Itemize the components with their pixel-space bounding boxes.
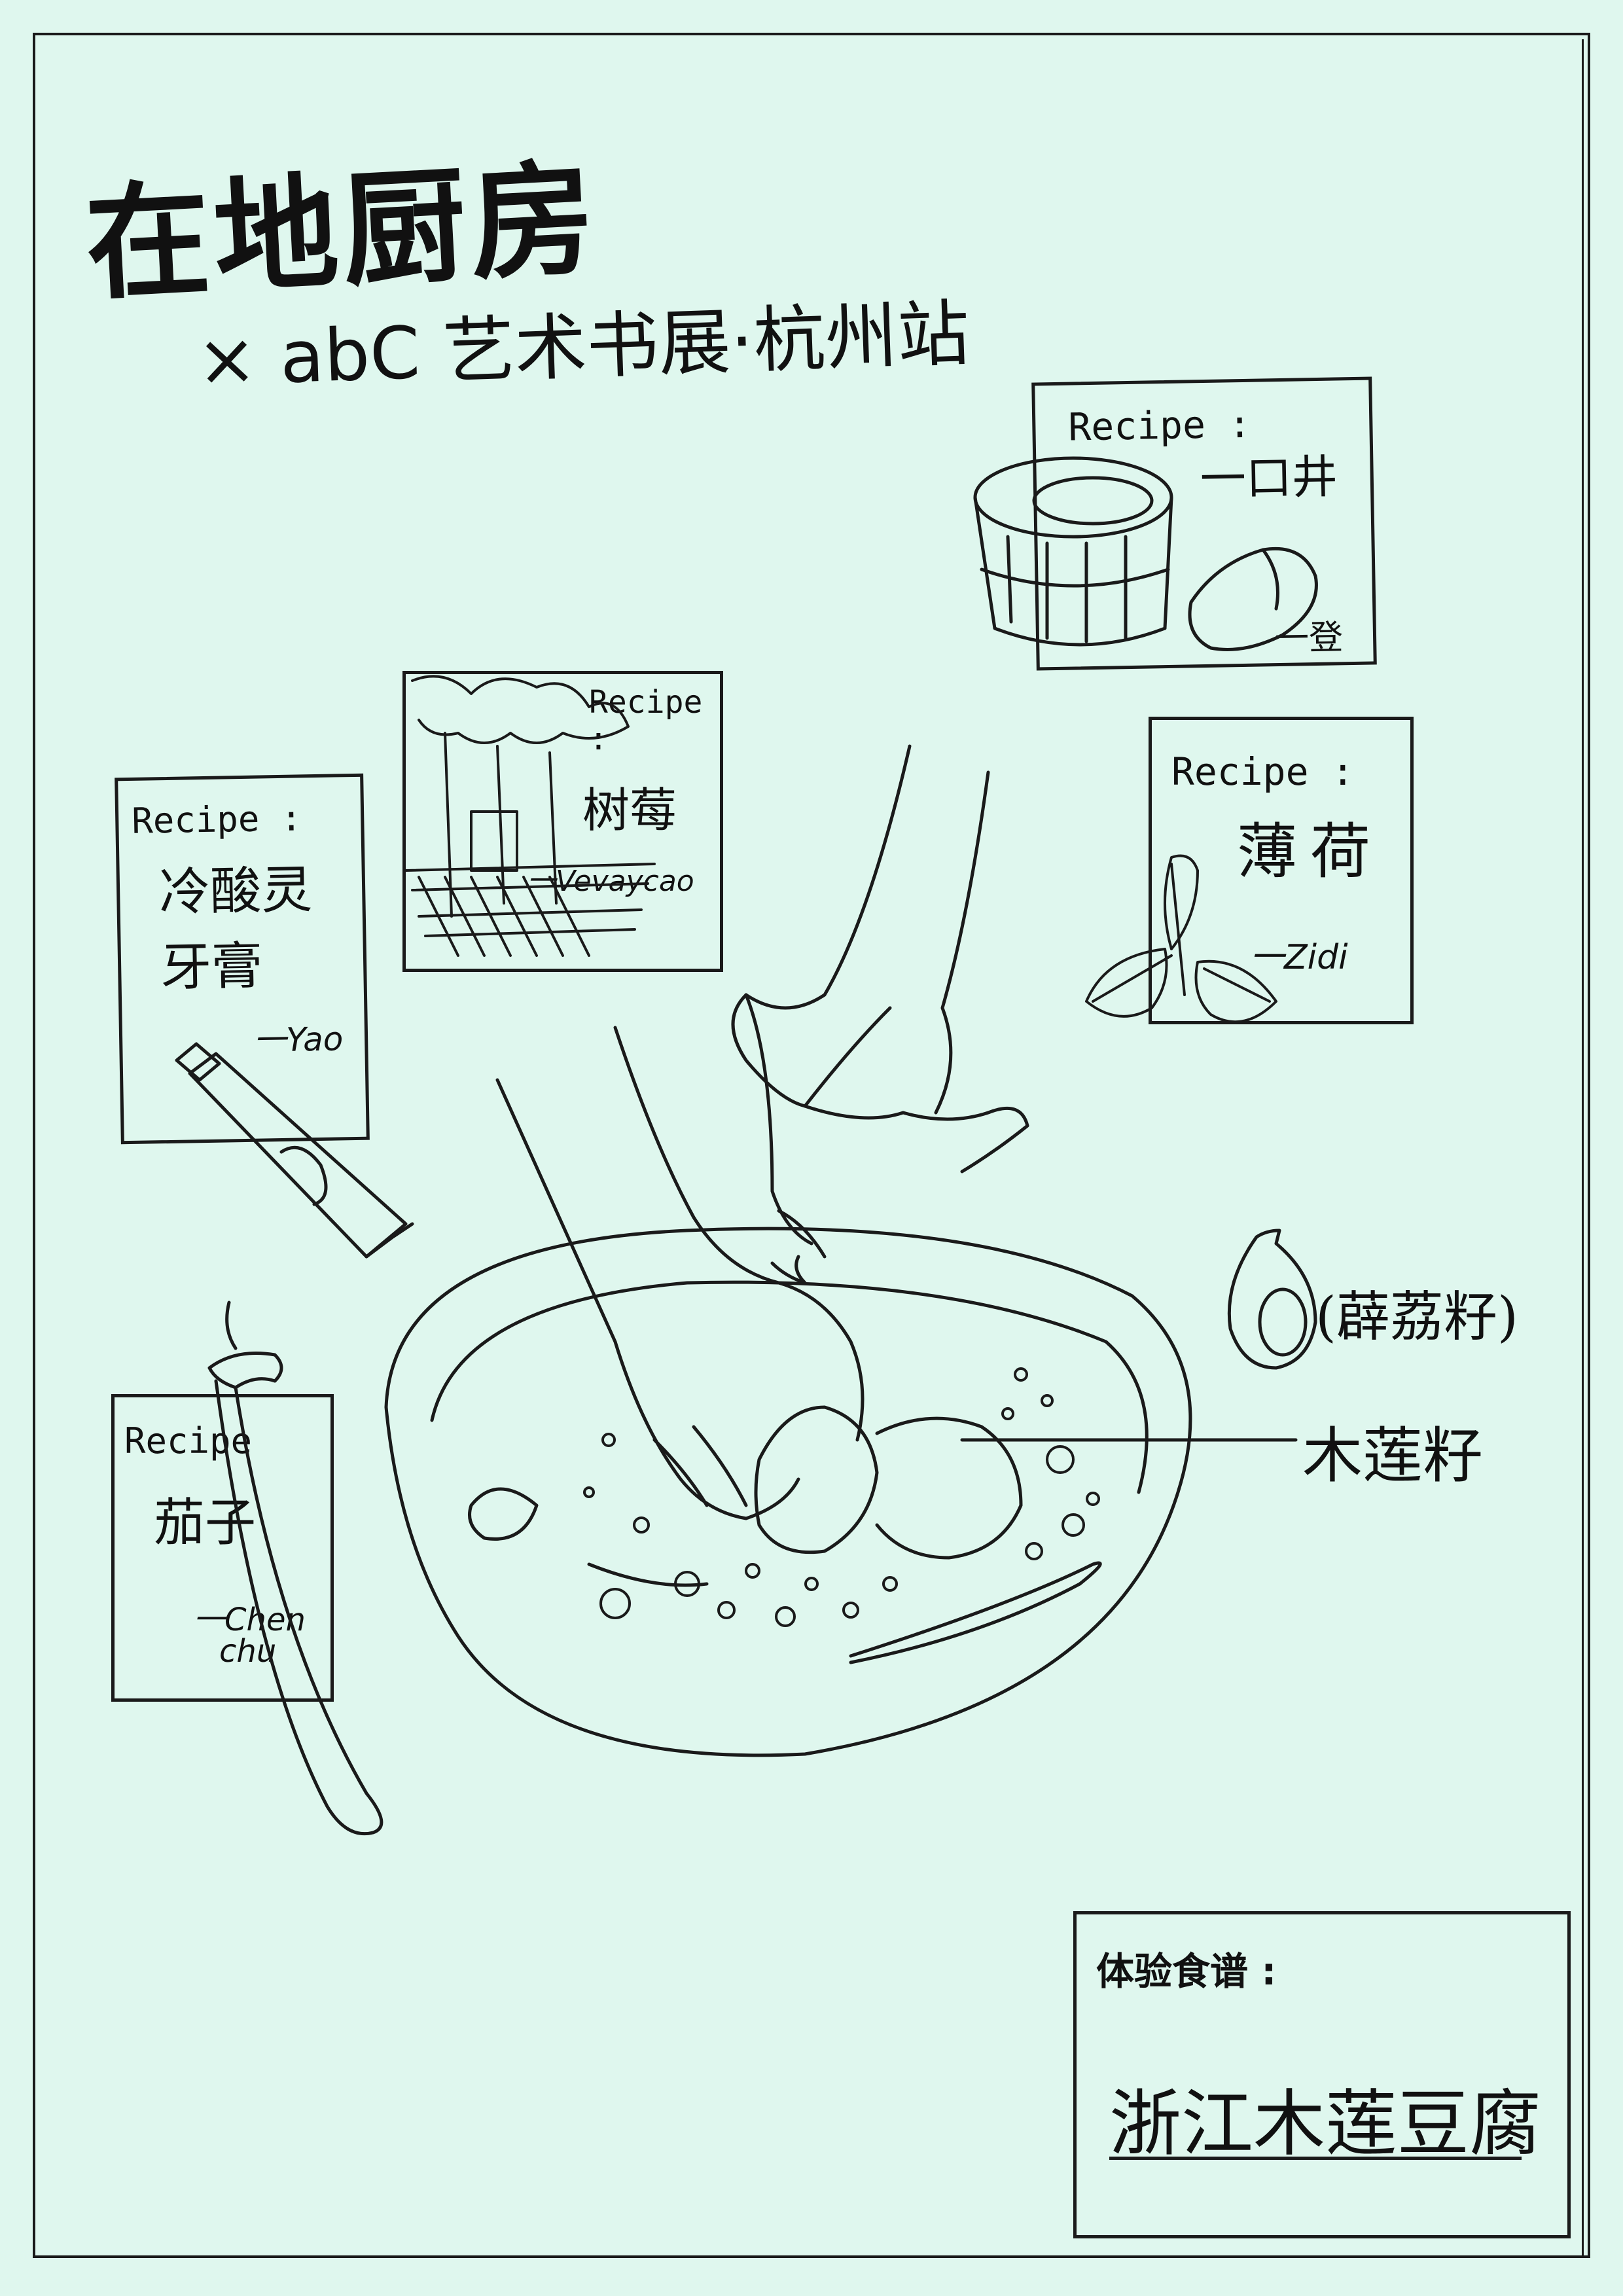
recipe-card-bohe: Recipe : 薄荷 一Zidi	[1149, 717, 1414, 1024]
water-bubbles-drawing	[583, 1367, 1100, 1627]
recipe-dish: 树莓	[582, 783, 677, 838]
recipe-dish: 薄荷	[1237, 817, 1384, 887]
hands-drawing	[495, 744, 1029, 1520]
experience-recipe-box: 体验食谱 : 浙江木莲豆腐	[1073, 1911, 1571, 2238]
experience-title: 体验食谱 :	[1096, 1949, 1277, 1994]
forest-scene-drawing	[404, 675, 656, 957]
tofu-piece-drawing	[1188, 547, 1318, 651]
experience-dish: 浙江木莲豆腐	[1109, 2082, 1541, 2166]
mold-cylinder-drawing	[973, 456, 1173, 647]
experience-underline	[1109, 2157, 1522, 2160]
toothpaste-tube-drawing	[175, 1042, 414, 1259]
recipe-label: Recipe :	[1171, 749, 1355, 794]
inner-frame-shadow	[39, 39, 1584, 2258]
recipe-label: Recipe :	[589, 684, 703, 757]
recipe-author: 一Zidi	[1250, 938, 1348, 977]
cloth-bag-drawing	[754, 1255, 1023, 1560]
eggplant-drawing	[207, 1300, 383, 1836]
bowl-drawing	[384, 1227, 1192, 1757]
mint-leaves-drawing	[1085, 854, 1277, 1024]
annotation-mulian-seed: 木莲籽	[1302, 1421, 1484, 1491]
recipe-label: Recipe	[124, 1420, 253, 1462]
recipe-card-qiezi: Recipe 茄子 一Chen chu	[111, 1394, 334, 1702]
annotation-bili-seed: (薜荔籽)	[1315, 1286, 1518, 1348]
fig-drawing	[1227, 1229, 1317, 1370]
